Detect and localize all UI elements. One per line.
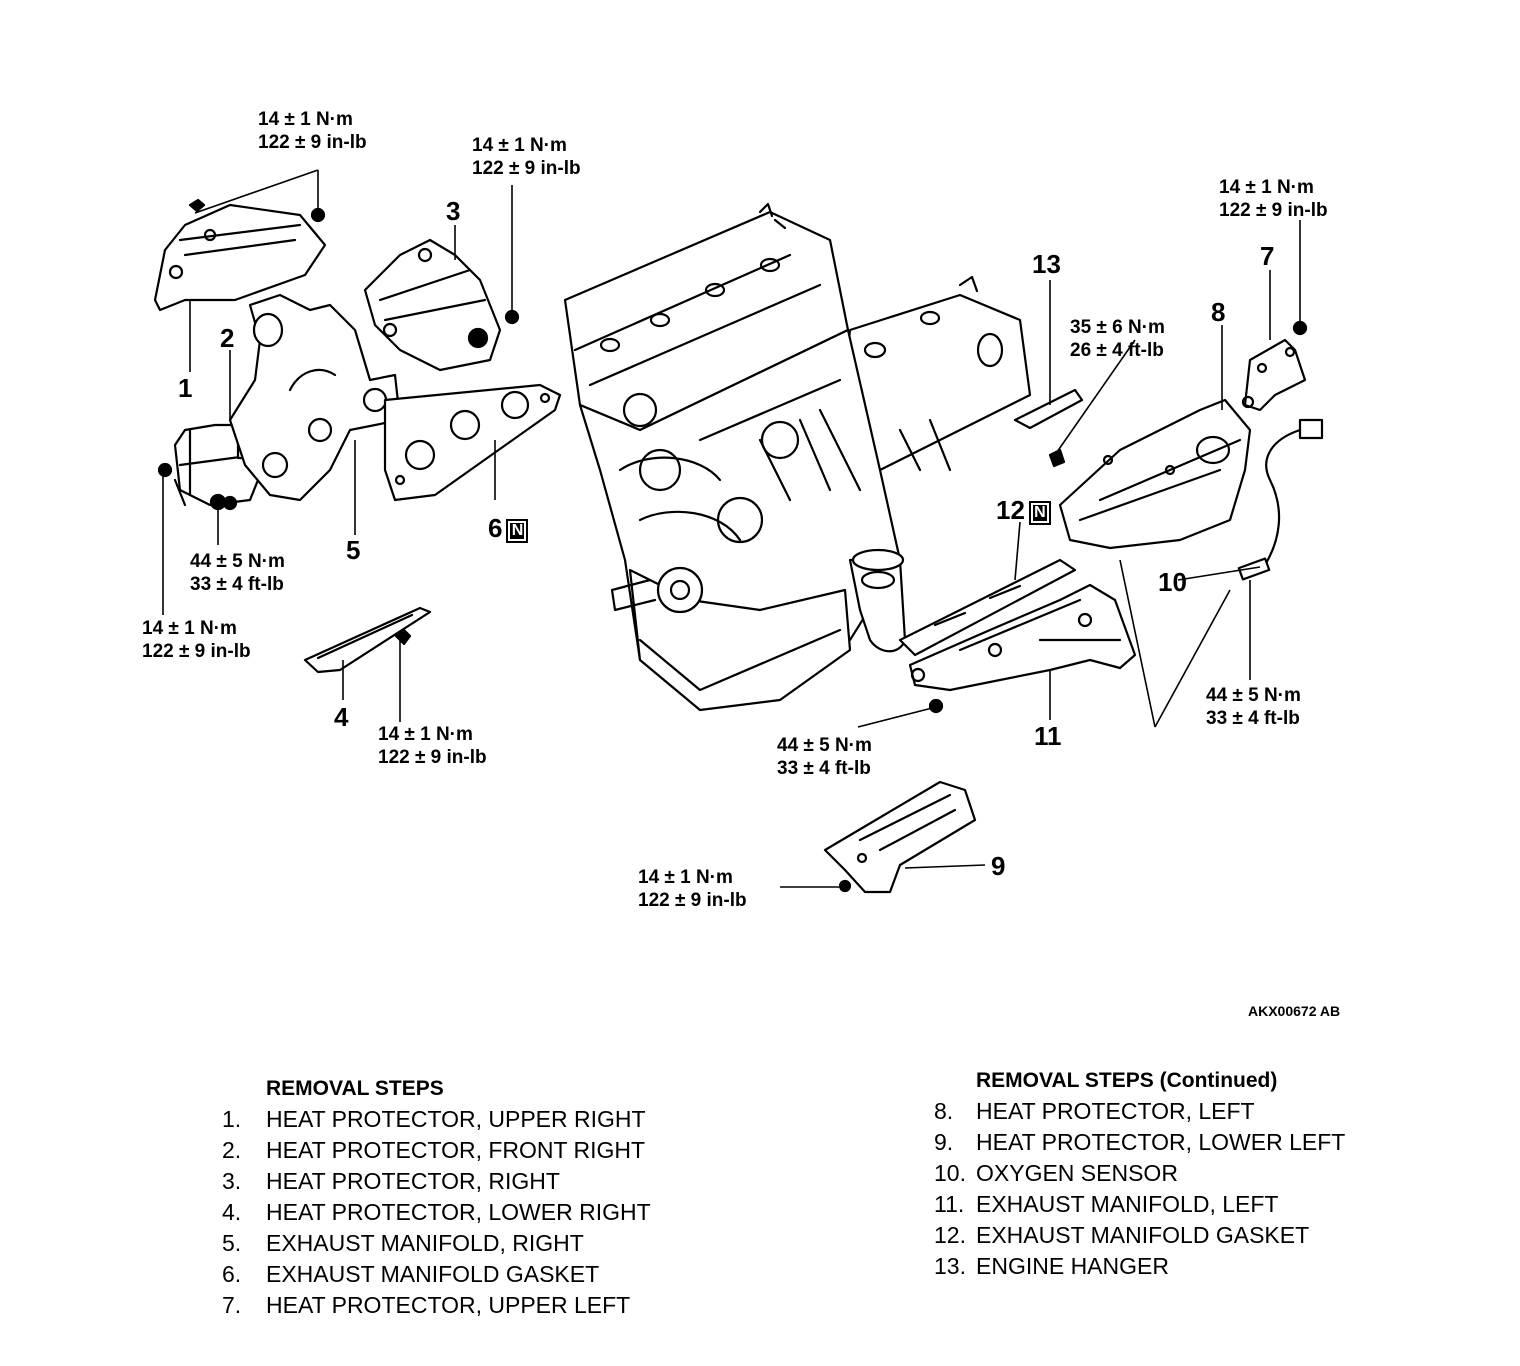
torque-metric: 14 ± 1 N·m bbox=[472, 135, 567, 156]
part-11-exhaust-manifold-left bbox=[908, 583, 1137, 692]
torque-metric: 14 ± 1 N·m bbox=[1219, 177, 1314, 198]
callout-10: 10 bbox=[1158, 567, 1187, 597]
removal-step: 12.EXHAUST MANIFOLD GASKET bbox=[934, 1222, 1310, 1248]
removal-step: 7.HEAT PROTECTOR, UPPER LEFT bbox=[222, 1292, 631, 1318]
torque-metric: 44 ± 5 N·m bbox=[777, 735, 872, 756]
new-part-badge: N bbox=[1028, 501, 1051, 525]
part-13-engine-hanger bbox=[1013, 388, 1084, 430]
callout-13: 13 bbox=[1032, 249, 1061, 279]
callout-9: 9 bbox=[991, 851, 1006, 881]
torque-spec-front-right-protector: 14 ± 1 N·m 122 ± 9 in-lb bbox=[142, 617, 251, 663]
removal-step: 4.HEAT PROTECTOR, LOWER RIGHT bbox=[222, 1199, 651, 1225]
engine-block bbox=[563, 202, 1032, 712]
torque-imperial: 122 ± 9 in-lb bbox=[1219, 200, 1328, 221]
callout-6-number: 6 bbox=[488, 513, 503, 543]
callout-11: 11 bbox=[1034, 721, 1062, 751]
removal-step: 11.EXHAUST MANIFOLD, LEFT bbox=[934, 1191, 1279, 1217]
removal-step: 5.EXHAUST MANIFOLD, RIGHT bbox=[222, 1230, 584, 1256]
callout-8: 8 bbox=[1211, 297, 1226, 327]
torque-metric: 14 ± 1 N·m bbox=[638, 867, 733, 888]
torque-spec-lower-left-protector: 14 ± 1 N·m 122 ± 9 in-lb bbox=[638, 866, 747, 912]
removal-steps-right: REMOVAL STEPS (Continued) 8.HEAT PROTECT… bbox=[934, 1068, 1345, 1282]
torque-metric: 14 ± 1 N·m bbox=[258, 109, 353, 130]
callout-1: 1 bbox=[178, 373, 193, 403]
new-part-badge: N bbox=[506, 519, 529, 543]
torque-imperial: 26 ± 4 ft-lb bbox=[1070, 340, 1164, 361]
torque-spec-lower-right-protector: 14 ± 1 N·m 122 ± 9 in-lb bbox=[378, 723, 487, 769]
torque-spec-manifold-left-nut: 44 ± 5 N·m 33 ± 4 ft-lb bbox=[777, 734, 872, 780]
torque-imperial: 33 ± 4 ft-lb bbox=[190, 574, 284, 595]
callout-12-number: 12 bbox=[996, 495, 1025, 525]
torque-imperial: 122 ± 9 in-lb bbox=[472, 158, 581, 179]
removal-step: 6.EXHAUST MANIFOLD GASKET bbox=[222, 1261, 600, 1287]
removal-step: 8.HEAT PROTECTOR, LEFT bbox=[934, 1098, 1255, 1124]
part-8-heat-protector-left bbox=[1058, 398, 1252, 550]
removal-step: 3.HEAT PROTECTOR, RIGHT bbox=[222, 1168, 560, 1194]
exploded-parts-diagram bbox=[153, 169, 1324, 894]
removal-step: 10.OXYGEN SENSOR bbox=[934, 1160, 1178, 1186]
removal-step: 13.ENGINE HANGER bbox=[934, 1253, 1169, 1279]
figure-id: AKX00672 AB bbox=[1248, 1003, 1341, 1019]
part-12-exhaust-manifold-gasket bbox=[898, 558, 1077, 657]
torque-spec-upper-right-protector: 14 ± 1 N·m 122 ± 9 in-lb bbox=[258, 108, 367, 154]
removal-steps-title: REMOVAL STEPS bbox=[266, 1077, 444, 1100]
callout-7: 7 bbox=[1260, 241, 1275, 271]
part-9-heat-protector-lower-left bbox=[823, 780, 977, 894]
removal-steps-title-continued: REMOVAL STEPS (Continued) bbox=[976, 1069, 1278, 1092]
part-5-exhaust-manifold-right bbox=[228, 293, 402, 502]
torque-metric: 44 ± 5 N·m bbox=[190, 551, 285, 572]
part-1-heat-protector-upper-right bbox=[153, 198, 327, 312]
torque-imperial: 33 ± 4 ft-lb bbox=[1206, 708, 1300, 729]
callout-5: 5 bbox=[346, 535, 361, 565]
torque-imperial: 122 ± 9 in-lb bbox=[638, 890, 747, 911]
torque-spec-upper-left-protector: 14 ± 1 N·m 122 ± 9 in-lb bbox=[1219, 176, 1328, 222]
torque-metric: 14 ± 1 N·m bbox=[142, 618, 237, 639]
part-10-oxygen-sensor bbox=[1237, 418, 1324, 581]
torque-metric: 14 ± 1 N·m bbox=[378, 724, 473, 745]
part-7-heat-protector-upper-left bbox=[1241, 338, 1307, 412]
removal-step: 1.HEAT PROTECTOR, UPPER RIGHT bbox=[222, 1106, 646, 1132]
removal-step: 9.HEAT PROTECTOR, LOWER LEFT bbox=[934, 1129, 1346, 1155]
part-3-heat-protector-right bbox=[363, 238, 502, 372]
callout-3: 3 bbox=[446, 196, 461, 226]
part-4-heat-protector-lower-right bbox=[303, 606, 432, 674]
removal-step: 2.HEAT PROTECTOR, FRONT RIGHT bbox=[222, 1137, 646, 1163]
torque-spec-manifold-right-nut: 44 ± 5 N·m 33 ± 4 ft-lb bbox=[190, 550, 285, 596]
torque-spec-right-protector: 14 ± 1 N·m 122 ± 9 in-lb bbox=[472, 134, 581, 180]
torque-imperial: 33 ± 4 ft-lb bbox=[777, 758, 871, 779]
torque-imperial: 122 ± 9 in-lb bbox=[378, 747, 487, 768]
part-6-exhaust-manifold-gasket bbox=[383, 383, 562, 502]
removal-steps-left: REMOVAL STEPS 1.HEAT PROTECTOR, UPPER RI… bbox=[222, 1076, 651, 1321]
torque-imperial: 122 ± 9 in-lb bbox=[258, 132, 367, 153]
torque-spec-engine-hanger: 35 ± 6 N·m 26 ± 4 ft-lb bbox=[1070, 316, 1165, 362]
callout-2: 2 bbox=[220, 323, 235, 353]
torque-spec-oxygen-sensor: 44 ± 5 N·m 33 ± 4 ft-lb bbox=[1206, 684, 1301, 730]
torque-metric: 35 ± 6 N·m bbox=[1070, 317, 1165, 338]
torque-imperial: 122 ± 9 in-lb bbox=[142, 641, 251, 662]
callout-4: 4 bbox=[334, 702, 349, 732]
torque-metric: 44 ± 5 N·m bbox=[1206, 685, 1301, 706]
